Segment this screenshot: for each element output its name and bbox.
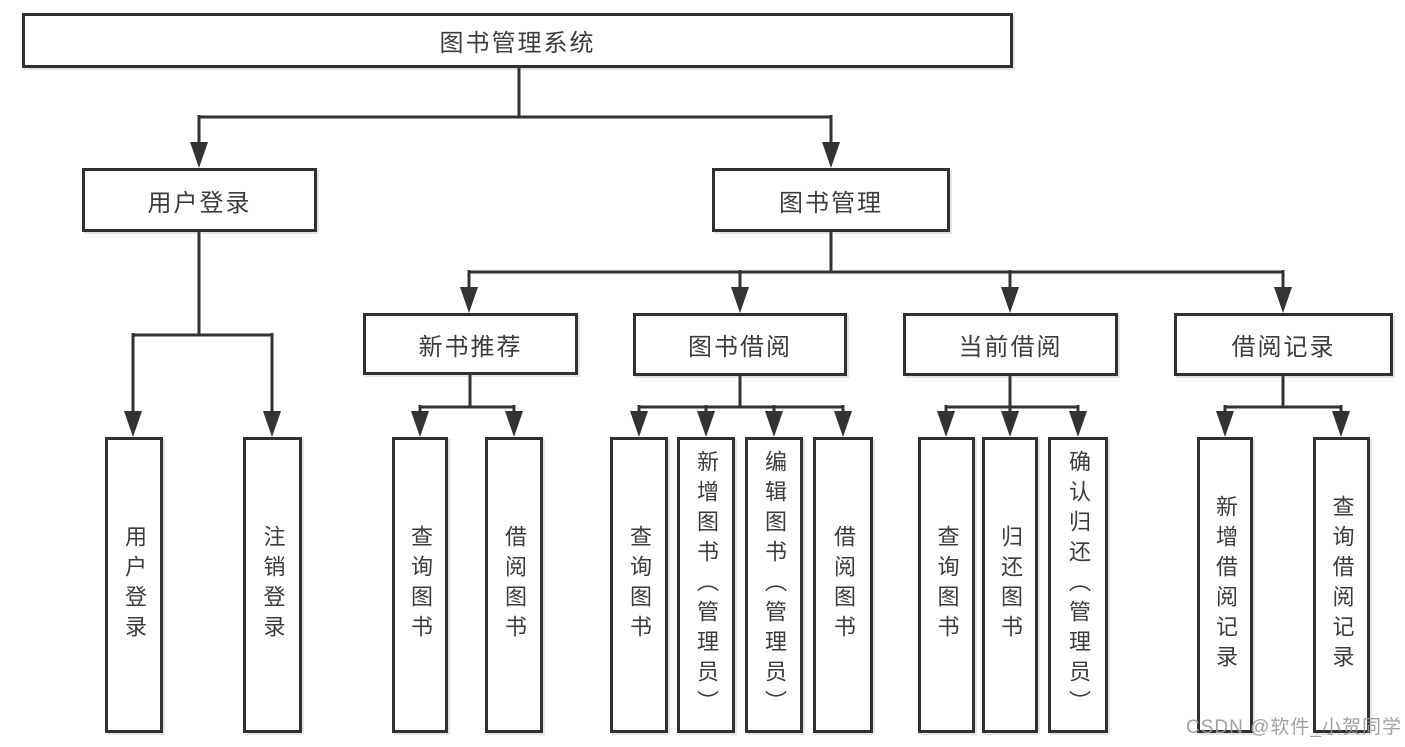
node-leaf-add-books-admin: 新增图书（管理员） bbox=[677, 437, 735, 733]
node-label: 查询借阅记录 bbox=[1329, 495, 1355, 675]
node-label: 查询图书 bbox=[627, 525, 652, 645]
connector-book-borrowing-to-leaves bbox=[637, 376, 845, 415]
node-label: 新增借阅记录 bbox=[1213, 495, 1238, 675]
arrow-down-icon bbox=[822, 142, 840, 168]
node-label: 借阅图书 bbox=[502, 525, 527, 645]
node-leaf-confirm-return-admin: 确认归还（管理员） bbox=[1048, 437, 1108, 733]
node-label: 查询图书 bbox=[408, 525, 433, 645]
node-user-login: 用户登录 bbox=[82, 168, 317, 232]
node-new-book-recommend: 新书推荐 bbox=[363, 313, 578, 375]
arrow-down-icon bbox=[697, 411, 715, 437]
connector-borrowing-records-to-leaves bbox=[1223, 376, 1343, 415]
node-label: 用户登录 bbox=[147, 189, 252, 217]
node-label: 新书推荐 bbox=[418, 333, 523, 361]
arrow-down-icon bbox=[263, 411, 281, 437]
node-leaf-borrow-books-recommend: 借阅图书 bbox=[485, 437, 543, 733]
arrow-down-icon bbox=[1001, 287, 1019, 313]
connector-book-management-to-level3 bbox=[467, 232, 1285, 291]
node-leaf-borrow-books-borrowing: 借阅图书 bbox=[813, 437, 873, 733]
node-book-management: 图书管理 bbox=[712, 168, 950, 232]
node-label: 借阅图书 bbox=[831, 525, 856, 645]
node-label: 用户登录 bbox=[122, 525, 147, 645]
arrow-down-icon bbox=[190, 142, 208, 168]
node-label: 确认归还（管理员） bbox=[1066, 450, 1091, 720]
arrow-down-icon bbox=[1069, 411, 1087, 437]
connector-current-borrowing-to-leaves bbox=[944, 376, 1080, 415]
node-label: 新增图书（管理员） bbox=[694, 450, 719, 720]
arrow-down-icon bbox=[630, 411, 648, 437]
node-label: 图书管理 bbox=[779, 189, 883, 217]
node-leaf-logout: 注销登录 bbox=[243, 437, 302, 733]
node-label: 当前借阅 bbox=[958, 334, 1063, 361]
node-label: 查询图书 bbox=[934, 525, 960, 645]
node-label: 编辑图书（管理员） bbox=[762, 450, 787, 720]
node-leaf-query-books-recommend: 查询图书 bbox=[392, 437, 448, 733]
node-leaf-return-books: 归还图书 bbox=[982, 437, 1038, 733]
node-leaf-edit-books-admin: 编辑图书（管理员） bbox=[745, 437, 803, 733]
watermark-text: CSDN @软件_小贺同学 bbox=[1186, 717, 1402, 738]
arrow-down-icon bbox=[834, 411, 852, 437]
arrow-down-icon bbox=[1001, 411, 1019, 437]
node-leaf-query-borrow-record: 查询借阅记录 bbox=[1313, 437, 1370, 733]
node-current-borrowing: 当前借阅 bbox=[903, 313, 1118, 376]
arrow-down-icon bbox=[1332, 411, 1350, 437]
node-book-borrowing: 图书借阅 bbox=[633, 313, 847, 376]
arrow-down-icon bbox=[765, 411, 783, 437]
connector-root-to-level2 bbox=[197, 68, 833, 146]
arrow-down-icon bbox=[1216, 411, 1234, 437]
node-label: 注销登录 bbox=[260, 525, 286, 645]
node-label: 图书借阅 bbox=[688, 334, 792, 361]
node-leaf-query-books-borrowing: 查询图书 bbox=[610, 437, 668, 733]
node-label: 归还图书 bbox=[998, 525, 1023, 645]
arrow-down-icon bbox=[460, 287, 478, 313]
node-leaf-query-books-current: 查询图书 bbox=[918, 437, 975, 733]
connector-new-book-recommend-to-leaves bbox=[418, 375, 516, 415]
node-root-system: 图书管理系统 bbox=[22, 13, 1013, 68]
node-leaf-user-login: 用户登录 bbox=[105, 437, 163, 733]
arrow-down-icon bbox=[411, 411, 429, 437]
node-label: 借阅记录 bbox=[1231, 334, 1336, 361]
arrow-down-icon bbox=[124, 411, 142, 437]
arrow-down-icon bbox=[505, 411, 523, 437]
node-label: 图书管理系统 bbox=[439, 30, 596, 57]
arrow-down-icon bbox=[1274, 287, 1292, 313]
node-borrowing-records: 借阅记录 bbox=[1174, 313, 1393, 376]
arrow-down-icon bbox=[937, 411, 955, 437]
connector-user-login-to-leaves bbox=[131, 232, 274, 415]
arrow-down-icon bbox=[731, 287, 749, 313]
node-leaf-add-borrow-record: 新增借阅记录 bbox=[1197, 437, 1253, 733]
